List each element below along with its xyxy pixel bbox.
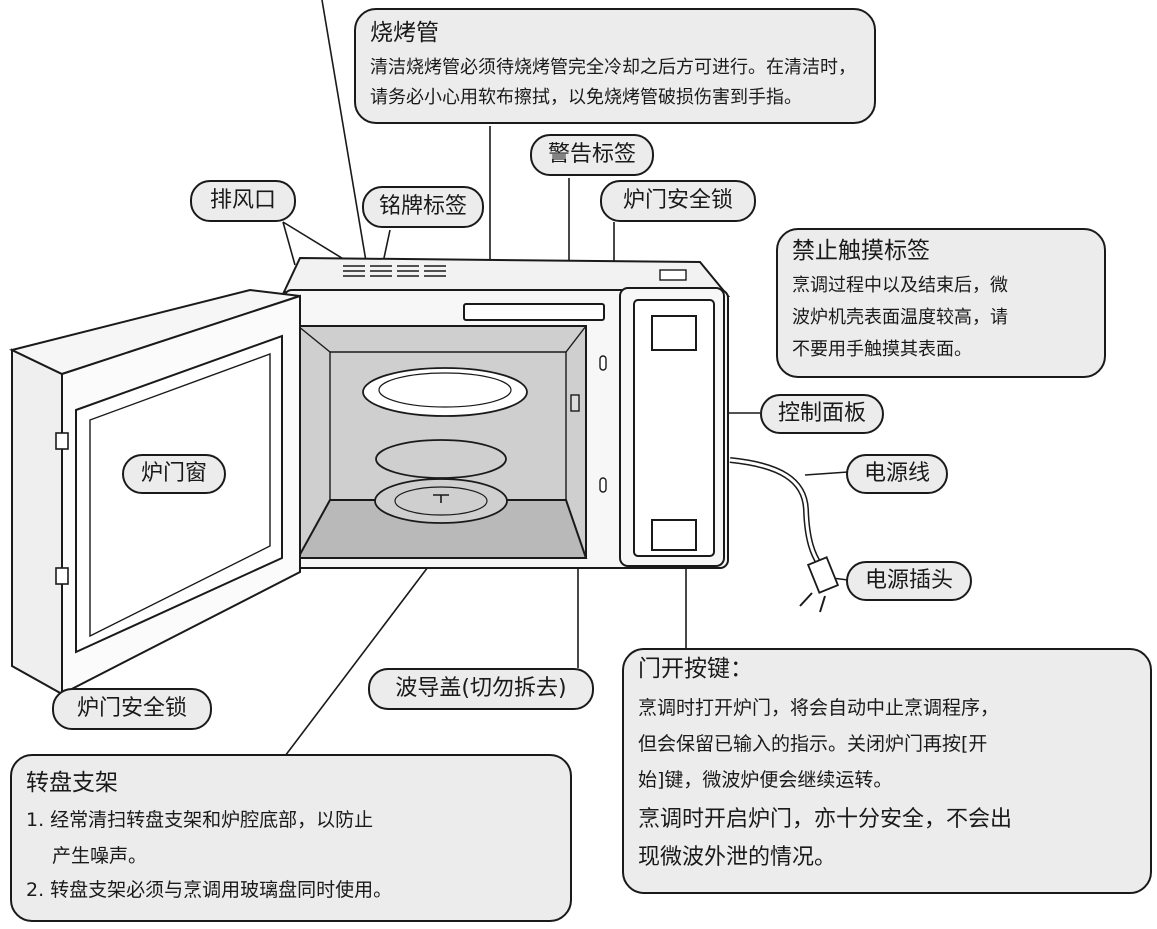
label-nameplate: 铭牌标签 bbox=[362, 186, 484, 228]
warning-label-mark bbox=[463, 303, 605, 321]
door-button-callout-line: 烹调时开启炉门，亦十分安全，不会出 bbox=[638, 807, 1013, 832]
turntable-support-callout: 转盘支架 1. 经常清扫转盘支架和炉腔底部，以防止 产生噪声。 2. 转盘支架必… bbox=[10, 754, 572, 922]
turntable-support-ring bbox=[375, 439, 507, 479]
door-button-callout-line: 但会保留已输入的指示。关闭炉门再按[开 bbox=[638, 733, 988, 755]
door-hook-bottom bbox=[55, 567, 69, 585]
microwave-body bbox=[282, 256, 731, 569]
label-vent: 排风口 bbox=[190, 180, 296, 222]
waveguide-cover-mark bbox=[570, 394, 580, 412]
door-open-button bbox=[651, 519, 697, 551]
door-button-callout-title: 门开按键： bbox=[638, 656, 753, 682]
heater-callout: 烧烤管 清洁烧烤管必须待烧烤管完全冷却之后方可进行。在清洁时， 请务必小心用软布… bbox=[354, 8, 876, 124]
no-touch-label-mark bbox=[659, 269, 687, 281]
glass-turntable bbox=[362, 367, 528, 417]
power-cord-group bbox=[729, 457, 840, 613]
leader-vent-left bbox=[282, 221, 296, 266]
label-power-plug: 电源插头 bbox=[846, 561, 972, 601]
door-button-callout: 门开按键： 烹调时打开炉门，将会自动中止烹调程序， 但会保留已输入的指示。关闭炉… bbox=[622, 648, 1152, 894]
label-warning-label: 警告标签 bbox=[530, 134, 654, 176]
no-touch-callout-line: 波炉机壳表面温度较高，请 bbox=[792, 307, 1008, 328]
label-waveguide-cover: 波导盖(切勿拆去) bbox=[368, 668, 594, 710]
label-control-panel: 控制面板 bbox=[760, 394, 884, 434]
display-window bbox=[651, 315, 697, 351]
turntable-support-callout-line: 2. 转盘支架必须与烹调用玻璃盘同时使用。 bbox=[26, 879, 393, 901]
door-hook-top bbox=[55, 432, 69, 450]
label-door-lock-bottom: 炉门安全锁 bbox=[52, 688, 212, 730]
label-door-lock-top: 炉门安全锁 bbox=[600, 180, 756, 222]
leader-nameplate bbox=[383, 229, 391, 259]
interlock-hole-upper bbox=[599, 355, 607, 371]
plug-body bbox=[806, 556, 840, 594]
no-touch-callout-line: 不要用手触摸其表面。 bbox=[792, 339, 972, 360]
interlock-hole-lower bbox=[599, 477, 607, 493]
door-button-callout-line: 始]键，微波炉便会继续运转。 bbox=[638, 769, 893, 791]
no-touch-callout: 禁止触摸标签 烹调过程中以及结束后，微 波炉机壳表面温度较高，请 不要用手触摸其… bbox=[776, 228, 1106, 378]
label-power-cord: 电源线 bbox=[846, 454, 948, 494]
turntable-support-callout-title: 转盘支架 bbox=[26, 770, 118, 796]
door-button-callout-line: 烹调时打开炉门，将会自动中止烹调程序， bbox=[638, 697, 1000, 719]
door bbox=[9, 288, 301, 696]
heater-callout-line: 清洁烧烤管必须待烧烤管完全冷却之后方可进行。在清洁时， bbox=[370, 57, 856, 78]
door-window-glass bbox=[89, 352, 271, 638]
door-button-callout-line: 现微波外泄的情况。 bbox=[638, 845, 837, 870]
turntable-parts bbox=[362, 367, 528, 524]
door-side bbox=[11, 348, 63, 696]
vent-slots bbox=[343, 265, 446, 277]
no-touch-callout-line: 烹调过程中以及结束后，微 bbox=[792, 275, 1008, 296]
no-touch-callout-title: 禁止触摸标签 bbox=[792, 238, 930, 264]
leader-power-cord bbox=[804, 471, 849, 476]
leader-vent-right bbox=[282, 221, 351, 264]
heater-callout-line: 请务必小心用软布擦拭，以免烧烤管破损伤害到手指。 bbox=[370, 87, 802, 108]
heater-callout-title: 烧烤管 bbox=[370, 20, 439, 46]
turntable-support-callout-line: 1. 经常清扫转盘支架和炉腔底部，以防止 bbox=[26, 809, 374, 831]
label-door-window: 炉门窗 bbox=[122, 454, 226, 494]
control-panel-face bbox=[633, 299, 715, 557]
turntable-support-callout-line: 产生噪声。 bbox=[52, 845, 148, 867]
